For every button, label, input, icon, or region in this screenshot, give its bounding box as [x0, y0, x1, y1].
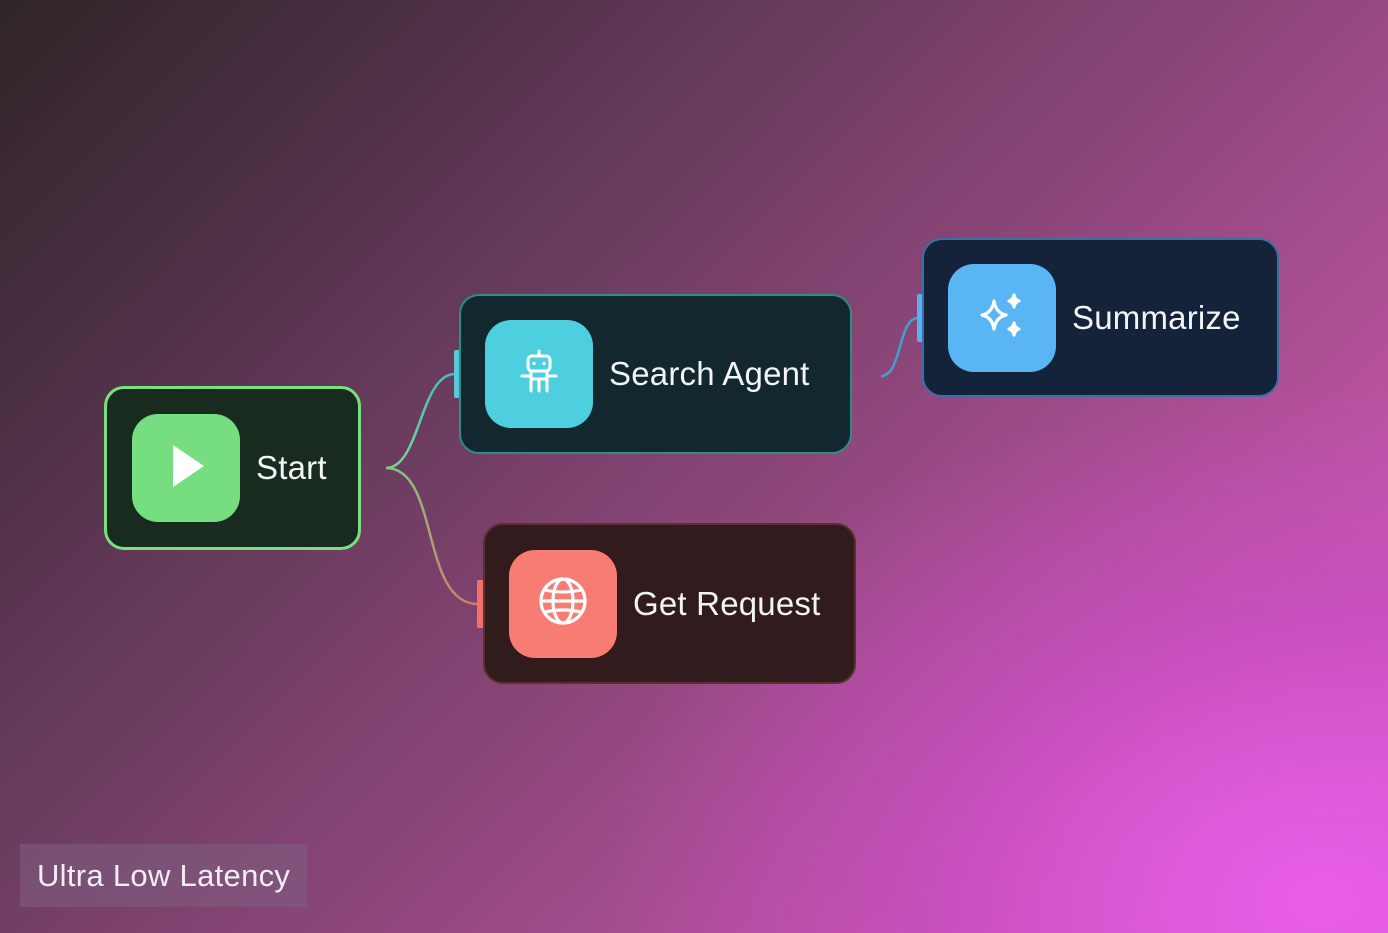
edge-search-agent-to-summarize[interactable] [880, 316, 919, 378]
node-label-start: Start [256, 449, 327, 486]
node-label-search-agent: Search Agent [609, 355, 810, 392]
caption-badge: Ultra Low Latency [20, 844, 308, 907]
get-request-input-handle[interactable] [477, 580, 488, 628]
edge-start-to-search-agent[interactable] [385, 372, 456, 470]
play-icon [160, 440, 212, 497]
node-search-agent[interactable]: Search Agent [459, 294, 852, 454]
node-label-summarize: Summarize [1072, 298, 1241, 336]
node-label-get-request: Get Request [633, 584, 821, 622]
start-tile [132, 414, 240, 522]
search-agent-tile [485, 320, 593, 428]
summarize-tile [948, 263, 1056, 372]
caption-text: Ultra Low Latency [37, 857, 291, 893]
robot-icon [514, 347, 564, 402]
edge-start-to-get-request[interactable] [385, 466, 479, 606]
get-request-tile [509, 549, 617, 658]
sparkles-icon [975, 288, 1029, 347]
node-get-request[interactable]: Get Request [483, 523, 856, 684]
globe-icon [537, 575, 589, 632]
node-summarize[interactable]: Summarize [922, 238, 1279, 397]
node-start[interactable]: Start [104, 386, 361, 550]
